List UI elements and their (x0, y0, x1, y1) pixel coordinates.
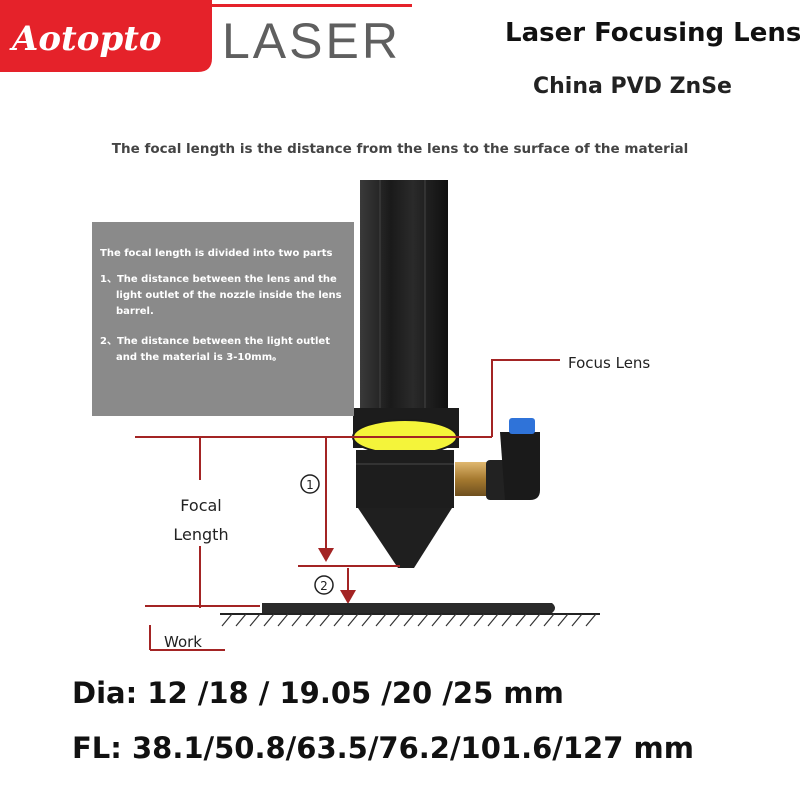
info-box-item-1: 1、The distance between the lens and the … (100, 274, 342, 317)
work-table-hatch (221, 613, 597, 627)
product-subtitle: China PVD ZnSe (533, 74, 732, 99)
work-material (262, 603, 555, 613)
info-box-heading: The focal length is divided into two par… (100, 248, 333, 259)
lens-barrel-tube (360, 180, 448, 420)
brand-logo: Aotopto (0, 0, 212, 72)
elbow-fitting (500, 432, 540, 500)
info-box-item-2: 2、The distance between the light outlet … (100, 336, 330, 363)
work-label: Work (164, 633, 202, 651)
arrow-1-head (318, 548, 334, 562)
focal-length-spec: FL: 38.1/50.8/63.5/76.2/101.6/127 mm (72, 731, 694, 765)
brass-fitting (455, 462, 487, 496)
nozzle-body (356, 450, 454, 508)
focal-length-label: Focal Length (173, 496, 229, 544)
focal-length-info-box: The focal length is divided into two par… (92, 222, 354, 416)
logo-badge-shape (0, 0, 212, 72)
diagram-caption: The focal length is the distance from th… (111, 141, 689, 157)
nozzle-cone (358, 508, 452, 568)
laser-head-diagram: 1 2 (135, 180, 600, 651)
focus-lens-leader (491, 359, 560, 437)
focus-lens-label: Focus Lens (568, 354, 651, 372)
logo-wordmark: Aotopto (9, 19, 162, 59)
marker-1-circle (300, 474, 320, 494)
air-fitting-cap (509, 418, 535, 434)
marker-1-text: 1 (306, 478, 314, 492)
marker-2-circle (314, 575, 334, 595)
marker-2-text: 2 (320, 579, 328, 593)
logo-laser-text: LASER (222, 13, 401, 69)
product-title: Laser Focusing Lens (505, 18, 800, 48)
arrow-2-head (340, 590, 356, 604)
diameter-spec: Dia: 12 /18 / 19.05 /20 /25 mm (72, 676, 564, 710)
logo-accent-bar (200, 4, 412, 7)
